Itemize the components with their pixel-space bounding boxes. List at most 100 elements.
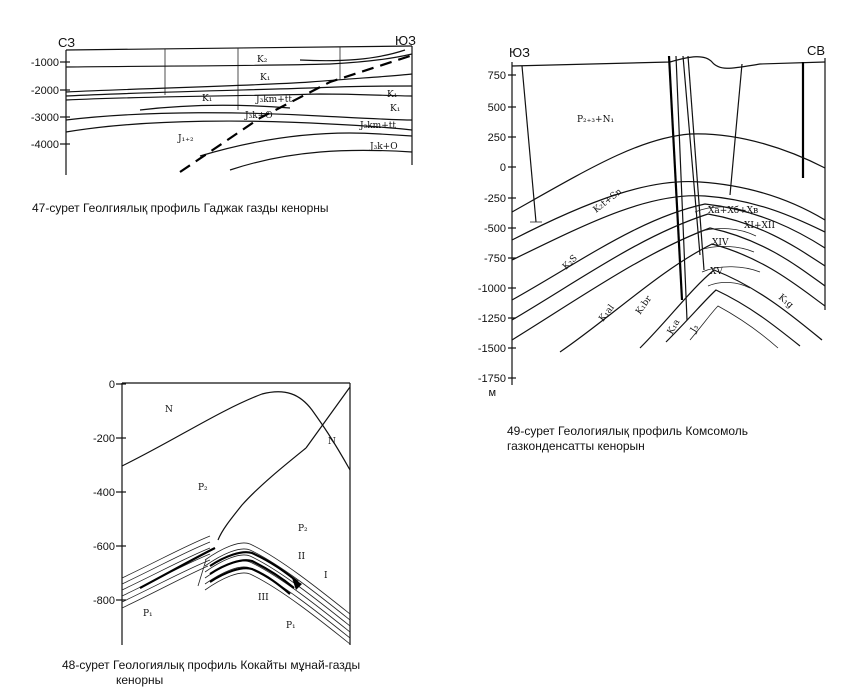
horizon-label: I <box>324 571 328 581</box>
depth-label: -500 <box>484 223 506 235</box>
productive-bed <box>139 547 216 589</box>
reservoir-label: XV <box>710 267 723 277</box>
reservoir-label: Xa+Xб+Xв <box>708 205 758 216</box>
fault-central <box>217 447 307 541</box>
depth-label: -1750 <box>478 373 506 385</box>
caption-fig49-line1: 49-сурет Геологиялық профиль Комсомоль <box>507 424 749 438</box>
reservoir-xiv <box>699 246 755 253</box>
well-center-3 <box>682 55 701 256</box>
horizon-k2-base <box>65 53 413 68</box>
surface-line <box>65 45 413 51</box>
productive-bed-3 <box>209 567 291 595</box>
well-center-1 <box>667 55 684 301</box>
depth-label: 500 <box>488 102 506 114</box>
horizon-k1-lower <box>65 85 413 97</box>
productive-bed-2 <box>209 559 295 589</box>
depth-label: -250 <box>484 193 506 205</box>
caption-fig48-line1: 48-сурет Геологиялық профиль Кокайты мұн… <box>62 658 361 672</box>
horizon-pg-base <box>511 133 826 213</box>
depth-label: -750 <box>484 253 506 265</box>
stratum-label: P₁ <box>143 609 153 619</box>
unit-label: м <box>488 387 496 399</box>
reservoir-label: XI+XII <box>744 221 775 231</box>
horizon-k1al-base <box>511 227 826 341</box>
horizon-j3 <box>665 289 801 347</box>
well-center-2 <box>675 55 688 321</box>
stratum-label: P₂₊₃+N₁ <box>577 115 614 125</box>
bed-line <box>204 554 351 627</box>
stratum-label: K₁br <box>634 294 654 317</box>
depth-label: -800 <box>93 595 115 607</box>
stratum-label: J₃ <box>688 323 701 335</box>
surface-line <box>511 56 826 69</box>
depth-ticks <box>508 74 516 379</box>
reservoir-xa <box>694 206 753 215</box>
arrow-marker <box>292 578 302 590</box>
horizon-deep <box>199 132 413 157</box>
horizon-j3k-lens <box>139 104 291 111</box>
depth-label: -200 <box>93 433 115 445</box>
bed-line <box>204 548 351 621</box>
horizon-k1 <box>65 73 413 93</box>
fold-beds <box>121 535 351 645</box>
stratum-label: J₁₊₂ <box>177 134 194 144</box>
small-fault <box>197 559 207 587</box>
bed-line <box>204 542 351 615</box>
horizon-k2t <box>511 180 826 241</box>
stratum-label: K₁ <box>390 104 400 114</box>
depth-label: -1250 <box>478 313 506 325</box>
depth-label: -3000 <box>31 112 59 124</box>
depth-label: -600 <box>93 541 115 553</box>
depth-label: -1500 <box>478 343 506 355</box>
stratum-label: J₃k+O <box>369 142 398 152</box>
corner-label-nw: СЗ <box>58 35 75 50</box>
well-right-1 <box>729 63 743 196</box>
stratum-label: K₂ <box>257 55 268 65</box>
depth-label: -4000 <box>31 139 59 151</box>
stratum-label: P₂ <box>298 524 308 534</box>
caption-fig48-line2: кенорны <box>116 673 164 687</box>
depth-label: -1000 <box>31 57 59 69</box>
horizon-k2s-base <box>511 203 826 301</box>
bed-line <box>121 541 211 585</box>
horizon-label: III <box>258 593 269 603</box>
bed-line <box>204 572 351 645</box>
horizon-deep-2 <box>229 149 413 171</box>
horizon-k1al-top <box>511 213 826 321</box>
productive-bed-1 <box>209 551 299 583</box>
caption-fig47: 47-сурет Геолгиялық профиль Гаджак газды… <box>32 201 329 215</box>
stratum-label: J₃km+tt <box>255 95 292 105</box>
profile-kokaity: 0 -200 -400 -600 -800 <box>93 379 351 645</box>
well-center-4 <box>687 55 705 271</box>
depth-label: 750 <box>488 70 506 82</box>
depth-label: -400 <box>93 487 115 499</box>
stratum-label: K₁al <box>597 303 616 324</box>
depth-label: 0 <box>500 162 506 174</box>
horizon-j12-top <box>65 120 413 133</box>
depth-label: -1000 <box>478 283 506 295</box>
horizon-k1a <box>639 269 823 349</box>
caption-fig49-line2: газконденсатты кенорын <box>507 439 645 453</box>
stratum-label: J₃k+O <box>244 111 273 121</box>
stratum-label: P₂ <box>198 483 208 493</box>
stratum-label: K₁ <box>387 90 397 100</box>
stratum-label: J₃km+tt <box>359 121 396 131</box>
depth-label: 0 <box>109 379 115 391</box>
boundary-n-p2 <box>121 391 351 471</box>
fault-line <box>179 54 411 173</box>
corner-label-sw: ЮЗ <box>395 33 416 48</box>
depth-label: 250 <box>488 132 506 144</box>
horizon-label: II <box>298 552 306 562</box>
reservoir-xi <box>697 228 757 237</box>
horizon-j3km <box>65 93 413 101</box>
stratum-label: K₁ <box>202 94 212 104</box>
stratum-label: P₁ <box>286 621 296 631</box>
reservoir-lower <box>707 282 751 289</box>
bed-line <box>121 559 211 603</box>
stratum-label: N <box>328 437 336 447</box>
horizon-k1br <box>559 243 826 353</box>
stratum-label: N <box>165 405 173 415</box>
horizon-wedge <box>299 49 406 62</box>
reservoir-xv <box>701 266 761 273</box>
